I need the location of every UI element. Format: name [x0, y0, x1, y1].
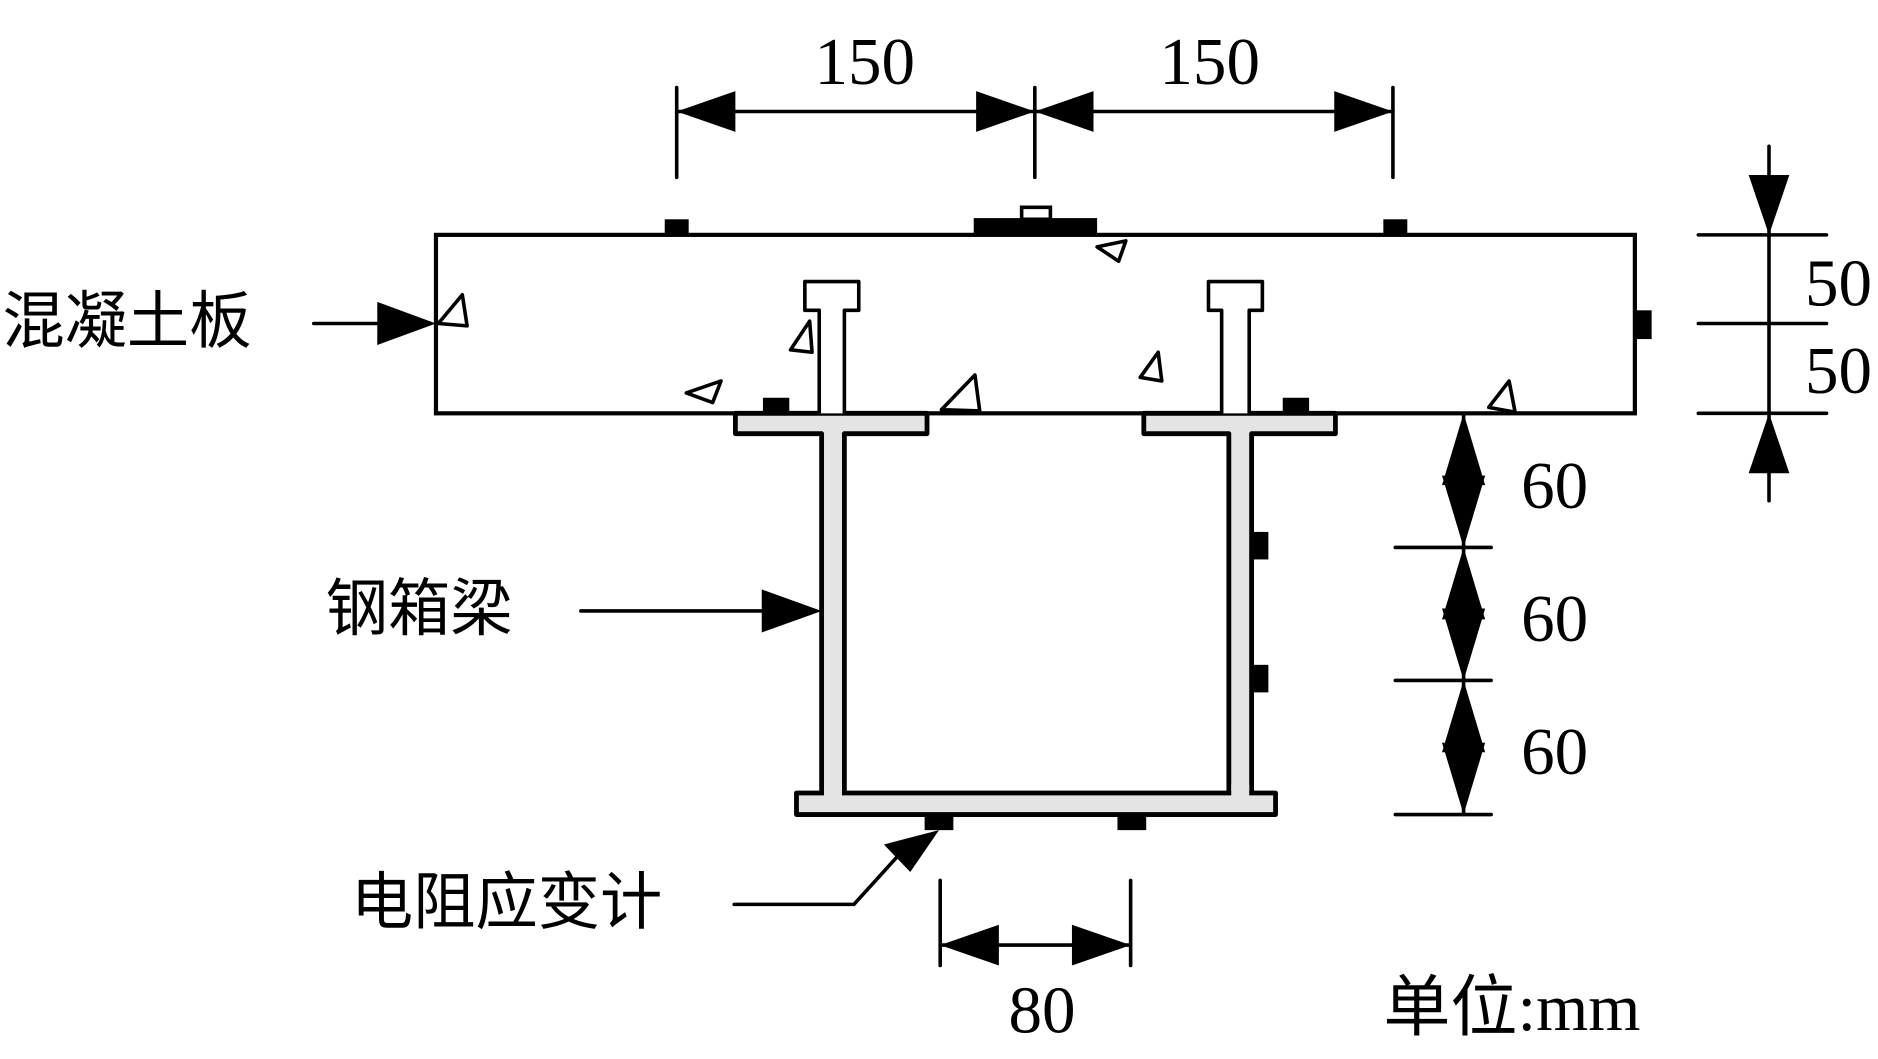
leader-steel-box-girder [579, 589, 822, 633]
concrete-slab [433, 232, 1637, 416]
dim-web-2-label: 60 [1521, 581, 1588, 656]
aggregate-triangle [1095, 239, 1128, 264]
label-concrete-slab: 混凝土板 [2, 285, 251, 358]
aggregate-triangle [1486, 379, 1517, 414]
steel-junction-left [824, 784, 842, 802]
steel-junction-right [1231, 784, 1250, 802]
strain-gauge-web-lower [1251, 664, 1269, 693]
shear-stud-right [1206, 279, 1265, 414]
aggregate-triangle [436, 292, 469, 328]
strain-gauge-bottom-flange-right [1117, 814, 1147, 831]
dim-web-1-label: 60 [1521, 448, 1588, 523]
aggregate-triangle [788, 319, 814, 355]
strain-gauge-slab-side [1634, 310, 1652, 340]
dim-top-right-label: 150 [1159, 24, 1260, 99]
leader-concrete-slab [312, 301, 436, 346]
unit-note: 单位:mm [1383, 970, 1640, 1045]
leader-strain-gauge [732, 830, 939, 907]
slab-thickness-dimension [1696, 144, 1829, 503]
strain-gauge-web-upper [1251, 531, 1269, 560]
steel-girder-right-web [1141, 410, 1338, 796]
top-dimension [674, 85, 1395, 180]
dim-bottom-label: 80 [1008, 973, 1075, 1048]
displacement-gauge [973, 205, 1098, 235]
aggregate-triangle [939, 373, 982, 413]
strain-gauge-slab-top-right [1383, 219, 1408, 235]
steel-girder-bottom-flange [794, 790, 1278, 817]
shear-stud-left [803, 279, 861, 414]
strain-gauge-bottom-flange-left [924, 814, 954, 831]
dim-web-3-label: 60 [1521, 714, 1588, 789]
web-height-dimension [1393, 411, 1493, 817]
aggregate-triangle [684, 379, 723, 405]
label-strain-gauge: 电阻应变计 [351, 866, 662, 939]
dim-slab-upper-label: 50 [1805, 246, 1872, 321]
dim-top-left-label: 150 [814, 24, 915, 99]
aggregate-triangle [1138, 350, 1164, 383]
strain-gauge-slab-bottom-right [1282, 397, 1310, 414]
strain-gauge-slab-bottom-left [762, 397, 790, 414]
label-steel-box-girder: 钢箱梁 [326, 572, 513, 645]
bottom-gauge-dimension [938, 878, 1133, 968]
dim-slab-lower-label: 50 [1805, 333, 1872, 408]
strain-gauge-slab-top-left [664, 219, 689, 235]
